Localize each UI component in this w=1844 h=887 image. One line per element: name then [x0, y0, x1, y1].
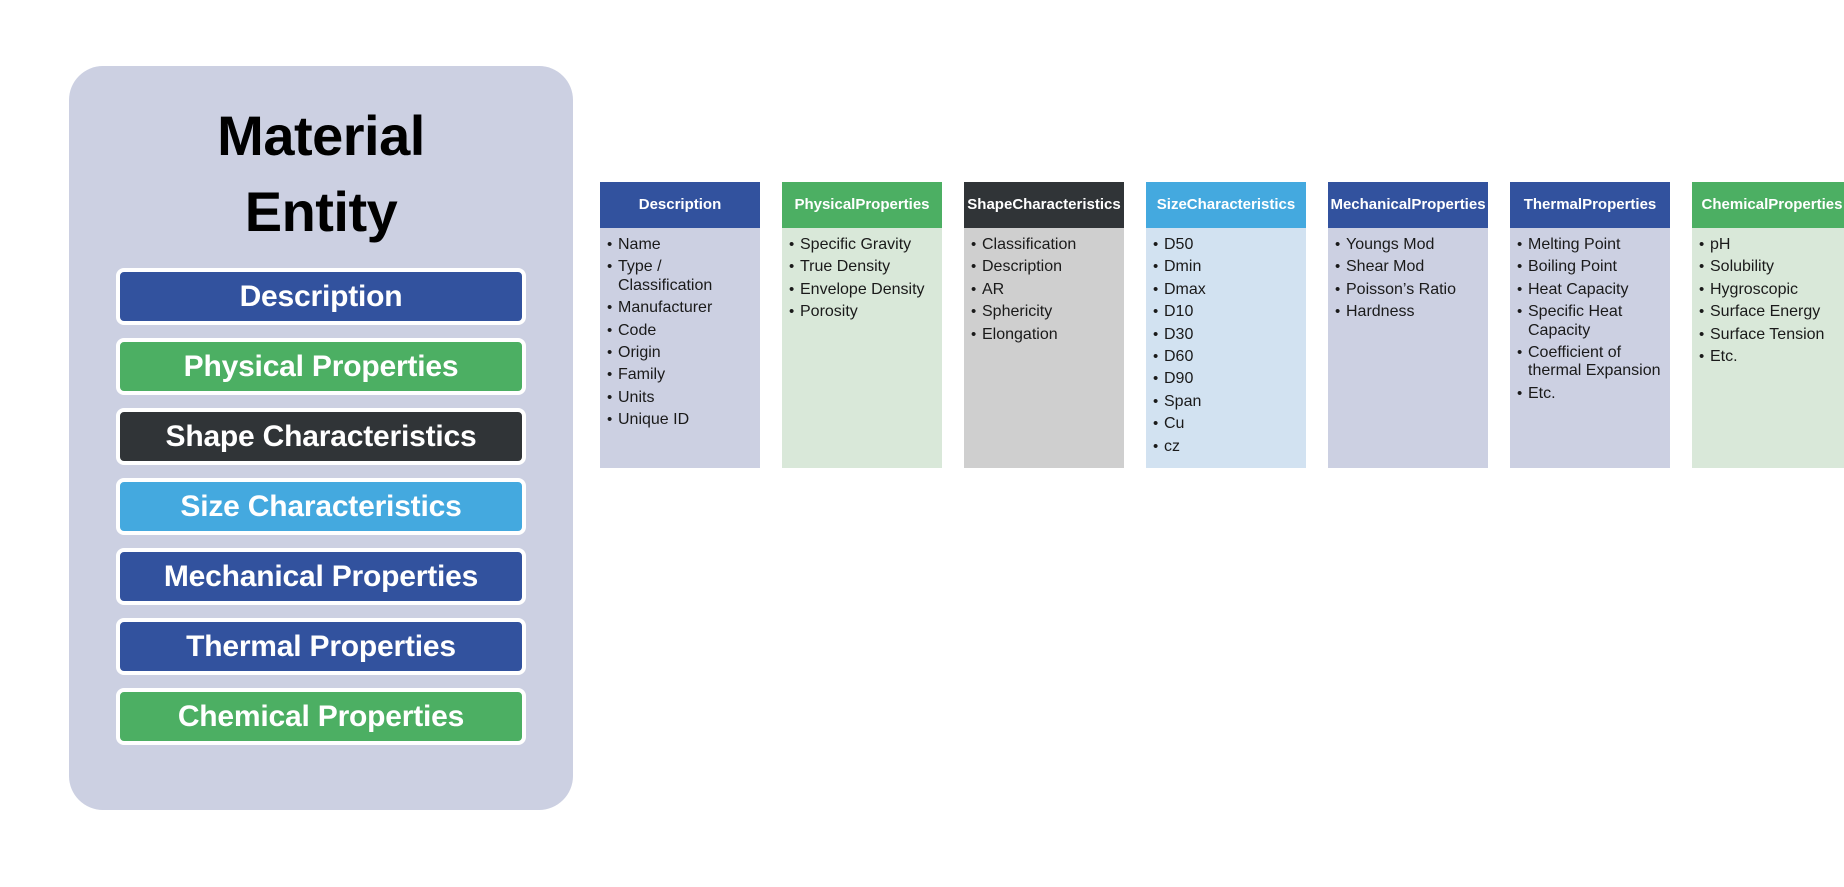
entity-chip-label: Physical Properties	[183, 349, 459, 383]
column-header-line-1: Chemical	[1701, 196, 1769, 214]
list-item: Cu	[1153, 415, 1302, 433]
column-header-line-1: Shape	[967, 196, 1013, 214]
list-item: Surface Tension	[1699, 326, 1844, 344]
entity-chip-2[interactable]: Shape Characteristics	[116, 408, 526, 466]
entity-chip-label: Shape Characteristics	[165, 419, 477, 453]
entity-chip-6[interactable]: Chemical Properties	[116, 688, 526, 746]
list-item: Code	[607, 322, 756, 340]
list-item: Specific Gravity	[789, 236, 938, 254]
list-item: Solubility	[1699, 258, 1844, 276]
category-column-4: MechanicalPropertiesYoungs ModShear ModP…	[1328, 182, 1488, 468]
entity-chip-label: Thermal Properties	[186, 629, 456, 663]
list-item: Dmax	[1153, 281, 1302, 299]
column-body-0: NameType / ClassificationManufacturerCod…	[600, 228, 760, 468]
column-header-line-1: Size	[1156, 196, 1187, 214]
list-item: Classification	[971, 236, 1120, 254]
list-item: D30	[1153, 326, 1302, 344]
list-item: D90	[1153, 370, 1302, 388]
column-header-line-1: Mechanical	[1330, 196, 1412, 214]
list-item: Hygroscopic	[1699, 281, 1844, 299]
column-body-4: Youngs ModShear ModPoisson’s RatioHardne…	[1328, 228, 1488, 468]
entity-chip-label: Chemical Properties	[177, 699, 465, 733]
column-header-line-2: Properties	[1411, 196, 1486, 214]
list-item: True Density	[789, 258, 938, 276]
list-item: Units	[607, 389, 756, 407]
list-item: Name	[607, 236, 756, 254]
list-item: Etc.	[1517, 385, 1666, 403]
list-item: Origin	[607, 344, 756, 362]
list-item: Family	[607, 366, 756, 384]
category-column-5: ThermalPropertiesMelting PointBoiling Po…	[1510, 182, 1670, 468]
list-item: Hardness	[1335, 303, 1484, 321]
column-header-line-2: Properties	[1582, 196, 1657, 214]
column-header-line-2: Properties	[855, 196, 930, 214]
list-item: AR	[971, 281, 1120, 299]
column-body-2: ClassificationDescriptionAR SphericityElo…	[964, 228, 1124, 468]
list-item: Manufacturer	[607, 299, 756, 317]
category-column-2: ShapeCharacteristicsClassificationDescri…	[964, 182, 1124, 468]
list-item: Shear Mod	[1335, 258, 1484, 276]
list-item: D60	[1153, 348, 1302, 366]
category-column-1: PhysicalPropertiesSpecific GravityTrue D…	[782, 182, 942, 468]
list-item: Sphericity	[971, 303, 1120, 321]
entity-chip-1[interactable]: Physical Properties	[116, 338, 526, 396]
list-item: Description	[971, 258, 1120, 276]
entity-chip-0[interactable]: Description	[116, 268, 526, 326]
column-header-0[interactable]: Description	[600, 182, 760, 228]
column-body-6: pH SolubilityHygroscopicSurface EnergySur…	[1692, 228, 1844, 468]
column-header-line-2: Characteristics	[1186, 196, 1296, 214]
list-item: D50	[1153, 236, 1302, 254]
page-title-line-1: Material	[217, 104, 425, 167]
column-header-line-2: Characteristics	[1012, 196, 1121, 214]
column-header-line-1: Physical	[794, 196, 856, 214]
list-item: Melting Point	[1517, 236, 1666, 254]
list-item: Coefficient of thermal Expansion	[1517, 344, 1666, 381]
column-header-line-2: Properties	[1768, 196, 1843, 214]
list-item: Unique ID	[607, 411, 756, 429]
list-item: Dmin	[1153, 258, 1302, 276]
list-item: Envelope Density	[789, 281, 938, 299]
list-item: Youngs Mod	[1335, 236, 1484, 254]
category-column-0: DescriptionNameType / ClassificationManu…	[600, 182, 760, 468]
list-item: Type / Classification	[607, 258, 756, 295]
column-body-1: Specific GravityTrue DensityEnvelope Den…	[782, 228, 942, 468]
entity-chip-5[interactable]: Thermal Properties	[116, 618, 526, 676]
column-body-3: D50DminDmaxD10D30D60D90SpanCu cz	[1146, 228, 1306, 468]
list-item: Heat Capacity	[1517, 281, 1666, 299]
category-column-3: SizeCharacteristicsD50DminDmaxD10D30D60D…	[1146, 182, 1306, 468]
entity-chip-3[interactable]: Size Characteristics	[116, 478, 526, 536]
column-body-5: Melting PointBoiling PointHeat CapacityS…	[1510, 228, 1670, 468]
page-title: Material Entity	[69, 66, 573, 250]
list-item: Porosity	[789, 303, 938, 321]
page-title-line-2: Entity	[244, 180, 398, 244]
list-item: Elongation	[971, 326, 1120, 344]
entity-chip-4[interactable]: Mechanical Properties	[116, 548, 526, 606]
list-item: Etc.	[1699, 348, 1844, 366]
list-item: Specific Heat Capacity	[1517, 303, 1666, 340]
column-header-line-1: Thermal	[1523, 196, 1583, 214]
list-item: D10	[1153, 303, 1302, 321]
list-item: Surface Energy	[1699, 303, 1844, 321]
list-item: cz	[1153, 438, 1302, 456]
list-item: Poisson’s Ratio	[1335, 281, 1484, 299]
entity-chip-label: Mechanical Properties	[163, 559, 479, 593]
list-item: Boiling Point	[1517, 258, 1666, 276]
list-item: Span	[1153, 393, 1302, 411]
entity-chip-label: Size Characteristics	[180, 489, 462, 523]
list-item: pH	[1699, 236, 1844, 254]
category-columns: DescriptionNameType / ClassificationManu…	[600, 182, 1844, 468]
entity-chip-label: Description	[239, 279, 403, 313]
column-header-line-1: Description	[638, 196, 722, 214]
